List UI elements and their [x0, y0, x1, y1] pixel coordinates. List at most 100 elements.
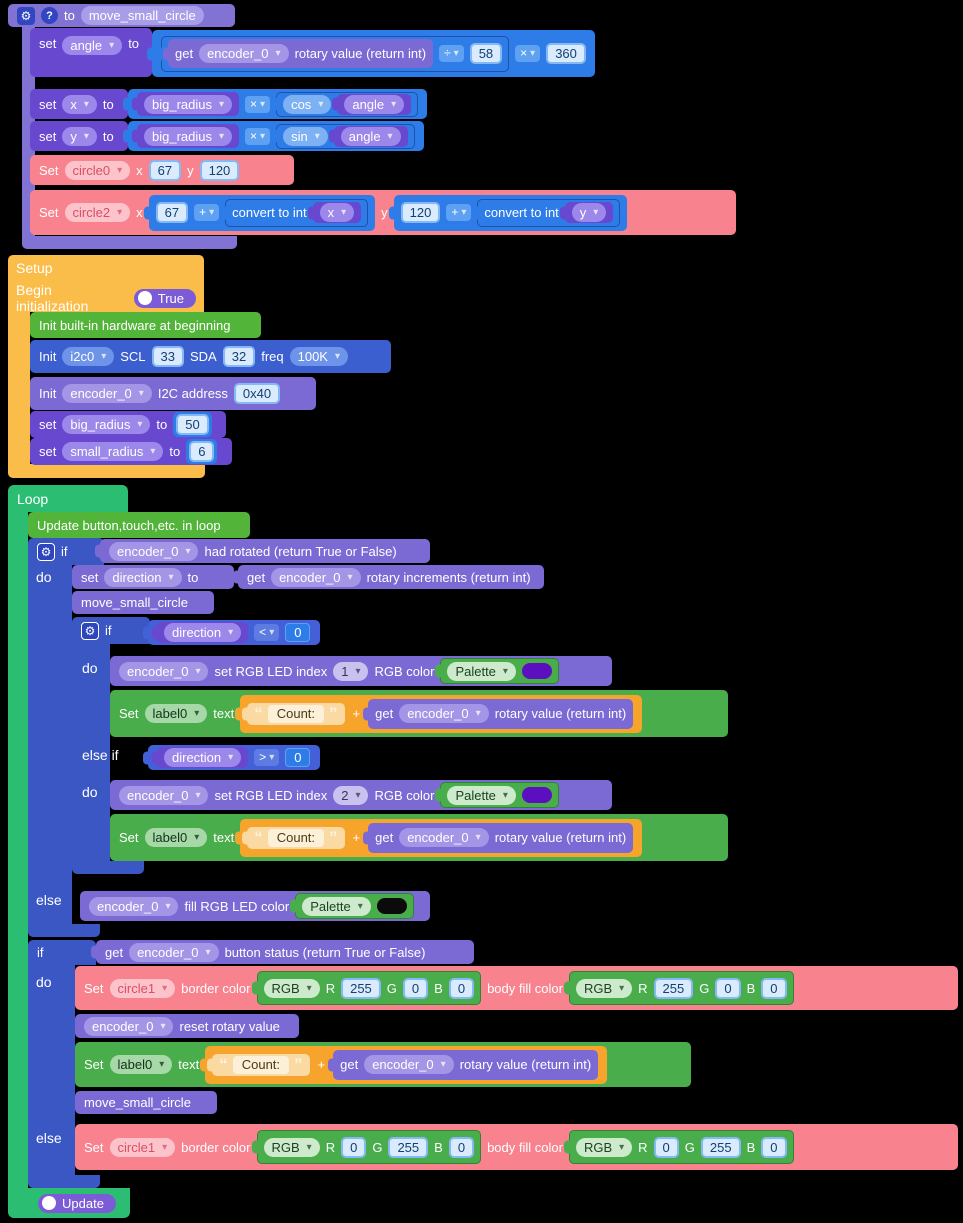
number-field-r[interactable]: 0 [341, 1136, 367, 1158]
set-label0-text-block[interactable]: Set label0 text “ Count: ” + get encoder… [75, 1042, 691, 1087]
variable-dropdown-small-radius[interactable]: small_radius [62, 442, 164, 461]
widget-dropdown-circle0[interactable]: circle0 [64, 160, 131, 180]
encoder-dropdown[interactable]: encoder_0 [399, 828, 489, 847]
palette-dropdown[interactable]: Palette [447, 661, 516, 681]
number-field-50[interactable]: 50 [176, 414, 209, 435]
button-status-condition-block[interactable]: get encoder_0 button status (return True… [96, 940, 474, 964]
trig-dropdown-sin[interactable]: sin [283, 126, 328, 146]
get-rotary-value-block[interactable]: get encoder_0 rotary value (return int) [168, 39, 434, 68]
palette-color-block[interactable]: Palette [440, 658, 559, 684]
variable-block-x[interactable]: x [312, 202, 362, 223]
operator-dropdown-multiply[interactable]: × [245, 95, 271, 113]
multiply-expression-x[interactable]: big_radius × cos angle [128, 89, 428, 119]
number-field-x67[interactable]: 67 [148, 159, 182, 181]
encoder-dropdown[interactable]: encoder_0 [364, 1055, 454, 1074]
compare-lt-block[interactable]: direction < 0 [148, 620, 320, 645]
variable-dropdown-direction[interactable]: direction [104, 567, 182, 587]
number-field-r[interactable]: 255 [341, 977, 381, 999]
variable-block-angle[interactable]: angle [333, 125, 408, 147]
rgb-dropdown[interactable]: RGB [575, 978, 633, 998]
palette-dropdown[interactable]: Palette [302, 896, 371, 916]
string-join-block[interactable]: “ Count: ” + get encoder_0 rotary value … [240, 818, 643, 857]
rgb-dropdown[interactable]: RGB [575, 1137, 633, 1157]
set-y-block[interactable]: set y to [30, 121, 128, 151]
number-field-6[interactable]: 6 [189, 441, 215, 462]
loop-block[interactable]: Loop [8, 485, 128, 512]
number-field-0[interactable]: 0 [285, 748, 311, 767]
number-field-g[interactable]: 0 [402, 977, 429, 999]
rgb-value-block[interactable]: RGB R 0 G 255 B 0 [256, 1130, 482, 1164]
convert-to-int-block[interactable]: convert to int y [477, 198, 621, 227]
string-literal-block[interactable]: “ Count: ” [247, 702, 345, 725]
help-icon[interactable]: ? [41, 7, 58, 24]
variable-block-direction[interactable]: direction [157, 747, 249, 768]
number-field-58[interactable]: 58 [469, 43, 503, 64]
compare-gt-block[interactable]: direction > 0 [148, 745, 320, 770]
variable-block-y[interactable]: y [564, 202, 614, 223]
get-rotary-increments-block[interactable]: get encoder_0 rotary increments (return … [238, 565, 544, 589]
convert-to-int-block[interactable]: convert to int x [225, 198, 369, 227]
function-name-field[interactable]: move_small_circle [80, 6, 204, 25]
variable-block-angle[interactable]: angle [337, 93, 412, 115]
set-circle0-position-block[interactable]: Set circle0 x 67 y 120 [30, 155, 294, 185]
widget-dropdown-circle1[interactable]: circle1 [109, 978, 176, 998]
set-angle-block[interactable]: set angle to [30, 28, 152, 77]
number-field-b[interactable]: 0 [448, 977, 475, 999]
number-field-b[interactable]: 0 [761, 1136, 787, 1158]
encoder-dropdown[interactable]: encoder_0 [84, 1016, 174, 1036]
init-toggle[interactable]: True [133, 288, 196, 308]
encoder-dropdown[interactable]: encoder_0 [62, 384, 152, 403]
number-field-y120[interactable]: 120 [199, 159, 240, 181]
operator-dropdown-multiply[interactable]: × [245, 127, 271, 145]
palette-color-block[interactable]: Palette [440, 782, 559, 808]
if-rotated-block[interactable]: if [28, 538, 104, 565]
variable-block-direction[interactable]: direction [157, 622, 249, 643]
had-rotated-condition-block[interactable]: encoder_0 had rotated (return True or Fa… [100, 539, 430, 563]
index-dropdown-1[interactable]: 1 [333, 661, 369, 681]
rgb-value-block[interactable]: RGB R 255 G 0 B 0 [568, 971, 794, 1005]
compare-dropdown-gt[interactable]: > [254, 749, 280, 766]
string-field-count[interactable]: Count: [267, 704, 325, 723]
set-small-radius-block[interactable]: set small_radius to 6 [30, 438, 232, 465]
color-swatch-purple[interactable] [521, 787, 552, 803]
multiply-expression-y[interactable]: big_radius × sin angle [128, 121, 424, 151]
string-field-count[interactable]: Count: [267, 828, 325, 847]
fill-rgb-led-block[interactable]: encoder_0 fill RGB LED color Palette [80, 891, 430, 921]
multiply-expression-block[interactable]: get encoder_0 rotary value (return int) … [152, 30, 595, 77]
number-field-67[interactable]: 67 [155, 202, 189, 223]
update-toggle[interactable]: Update [38, 1193, 116, 1213]
variable-dropdown-big-radius[interactable]: big_radius [144, 126, 233, 146]
set-circle1-colors-red-block[interactable]: Set circle1 border color RGB R 255 G 0 B… [75, 966, 958, 1010]
set-circle1-colors-green-block[interactable]: Set circle1 border color RGB R 0 G 255 B… [75, 1124, 958, 1170]
set-rgb-led-index2-block[interactable]: encoder_0 set RGB LED index 2 RGB color … [110, 780, 612, 810]
reset-rotary-block[interactable]: encoder_0 reset rotary value [75, 1014, 299, 1038]
number-block-50[interactable]: 50 [173, 412, 212, 437]
init-i2c-block[interactable]: Init i2c0 SCL 33 SDA 32 freq 100K [30, 340, 391, 373]
get-rotary-value-block[interactable]: get encoder_0 rotary value (return int) [368, 698, 634, 729]
number-field-120[interactable]: 120 [400, 202, 441, 223]
variable-dropdown-big-radius[interactable]: big_radius [144, 94, 233, 114]
color-swatch-purple[interactable] [521, 663, 552, 679]
call-move-small-circle-block[interactable]: move_small_circle [75, 1091, 217, 1114]
setup-block[interactable]: Setup Begin initialization True [8, 255, 204, 314]
trig-sin-block[interactable]: sin angle [276, 123, 415, 149]
string-literal-block[interactable]: “ Count: ” [212, 1053, 310, 1076]
add-expression-y[interactable]: 120 + convert to int y [393, 194, 628, 231]
widget-dropdown-circle1[interactable]: circle1 [109, 1137, 176, 1157]
index-dropdown-2[interactable]: 2 [333, 785, 369, 805]
label0-dropdown[interactable]: label0 [144, 704, 208, 723]
number-field-g[interactable]: 0 [715, 977, 741, 999]
get-rotary-value-block[interactable]: get encoder_0 rotary value (return int) [333, 1049, 599, 1080]
set-x-block[interactable]: set x to [30, 89, 128, 119]
set-label0-text-block[interactable]: Set label0 text “ Count: ” + get encoder… [110, 814, 728, 861]
function-define-block[interactable]: ? to move_small_circle [8, 4, 235, 27]
variable-dropdown-big-radius[interactable]: big_radius [62, 415, 151, 434]
label0-dropdown[interactable]: label0 [144, 828, 208, 847]
rgb-value-block[interactable]: RGB R 255 G 0 B 0 [256, 971, 482, 1005]
rgb-dropdown[interactable]: RGB [263, 978, 320, 998]
encoder-dropdown[interactable]: encoder_0 [89, 896, 179, 916]
set-circle2-position-block[interactable]: Set circle2 x 67 + convert to int x y 12… [30, 190, 736, 235]
variable-dropdown-angle[interactable]: angle [344, 94, 405, 114]
init-hardware-block[interactable]: Init built-in hardware at beginning [30, 312, 261, 338]
